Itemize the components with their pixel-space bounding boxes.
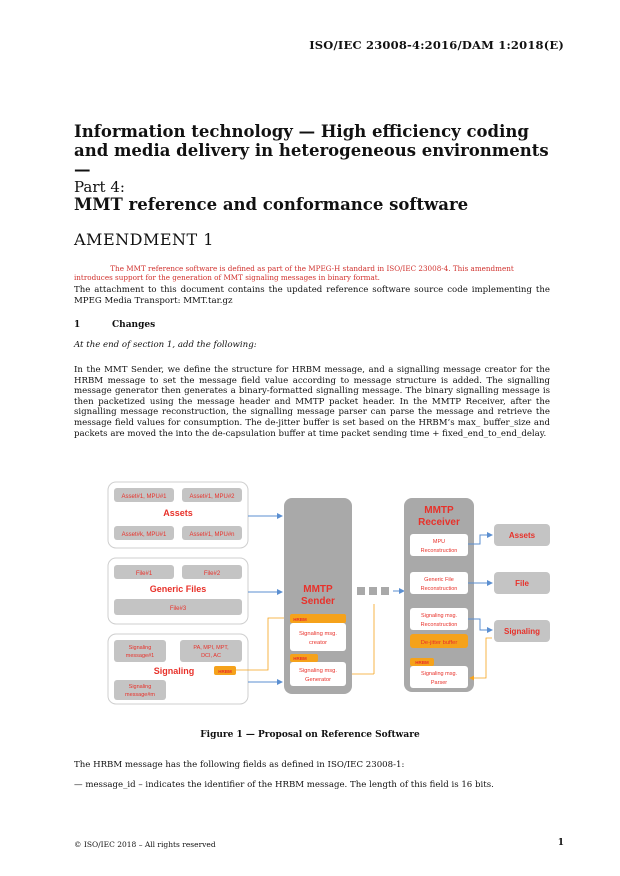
mmtp-receiver: MMTP Receiver MPU Reconstruction Generic… bbox=[404, 498, 474, 692]
generic-files-group: File#1 File#2 Generic Files File#3 bbox=[107, 557, 249, 625]
redline-note-line2: introduces support for the generation of… bbox=[74, 273, 380, 282]
mpu-reconstruction-box: Reconstruction bbox=[421, 548, 458, 554]
parser-box: Signaling msg. bbox=[421, 671, 458, 677]
asset-item: Asset#1, MPU#2 bbox=[189, 494, 235, 500]
output-assets-box bbox=[494, 524, 550, 546]
editing-instruction: At the end of section 1, add the followi… bbox=[74, 340, 257, 350]
svg-text:Sender: Sender bbox=[301, 596, 335, 607]
document-id-header: ISO/IEC 23008-4:2016/DAM 1:2018(E) bbox=[309, 38, 564, 52]
signaling-message-item: Signaling bbox=[129, 645, 152, 651]
signaling-reconstruction-box: Reconstruction bbox=[421, 622, 458, 628]
to-assets-arrow bbox=[468, 532, 493, 545]
section-number: 1 bbox=[74, 320, 81, 330]
generator-box: Generator bbox=[305, 677, 331, 683]
assets-group: Asset#1, MPU#1 Asset#1, MPU#2 Assets Ass… bbox=[107, 481, 249, 549]
architecture-figure: Asset#1, MPU#1 Asset#1, MPU#2 Assets Ass… bbox=[107, 481, 550, 705]
to-signaling-arrow bbox=[468, 618, 493, 633]
attachment-paragraph: The attachment to this document contains… bbox=[74, 285, 550, 306]
copyright-footer: © ISO/IEC 2018 – All rights reserved bbox=[74, 840, 216, 849]
mmtp-sender: MMTP Sender HRBM Signaling msg. creator … bbox=[284, 498, 352, 694]
generic-files-label: Generic Files bbox=[150, 584, 207, 594]
hrbm-to-creator-arrow bbox=[236, 615, 291, 671]
amendment-heading: AMENDMENT 1 bbox=[74, 230, 214, 249]
parser-box: Parser bbox=[431, 680, 447, 686]
pa-mpi-item: DCI, AC bbox=[201, 653, 221, 659]
signaling-message-item: message#1 bbox=[126, 653, 154, 659]
svg-text:MMTP: MMTP bbox=[303, 584, 333, 595]
part-label: Part 4: bbox=[74, 178, 125, 196]
output-file-box bbox=[494, 572, 550, 594]
file-reconstruction-box: Reconstruction bbox=[421, 586, 458, 592]
svg-text:MMTP: MMTP bbox=[424, 505, 454, 516]
signaling-group: Signaling message#1 PA, MPI, MPT, DCI, A… bbox=[107, 633, 249, 705]
mpu-reconstruction-box: MPU bbox=[433, 539, 445, 545]
output-signaling-box bbox=[494, 620, 550, 642]
hrbm-tag: HRBM bbox=[293, 656, 307, 661]
hrbm-tag: HRBM bbox=[293, 617, 307, 622]
section-title: Changes bbox=[112, 320, 156, 330]
assets-label: Assets bbox=[163, 508, 193, 518]
asset-item: Asset#1, MPU#n bbox=[189, 532, 234, 538]
packet-dot bbox=[357, 587, 365, 595]
body-paragraph: In the MMT Sender, we define the structu… bbox=[74, 365, 550, 439]
file-item: File#3 bbox=[170, 606, 187, 612]
signaling-to-parser-arrow bbox=[469, 637, 492, 681]
asset-item: Asset#1, MPU#1 bbox=[121, 494, 167, 500]
message-id-bullet: — message_id – indicates the identifier … bbox=[74, 780, 494, 790]
packet-dot bbox=[369, 587, 377, 595]
hrbm-intro-paragraph: The HRBM message has the following field… bbox=[74, 760, 405, 770]
signaling-message-item: message#m bbox=[125, 692, 155, 698]
figure-caption: Figure 1 — Proposal on Reference Softwar… bbox=[200, 730, 420, 740]
section-heading: 1 Changes bbox=[74, 320, 155, 330]
signaling-label: Signaling bbox=[154, 666, 195, 676]
document-title: Information technology — High efficiency… bbox=[74, 122, 549, 179]
signaling-reconstruction-box: Signaling msg. bbox=[421, 613, 458, 619]
output-assets-label: Assets bbox=[509, 531, 536, 540]
pa-mpi-item: PA, MPI, MPT, bbox=[193, 645, 229, 651]
packet-dot bbox=[381, 587, 389, 595]
redline-note-line1: The MMT reference software is defined as… bbox=[110, 264, 514, 273]
hrbm-tag: HRBM bbox=[218, 669, 232, 674]
page-number: 1 bbox=[557, 838, 564, 848]
output-file-label: File bbox=[515, 579, 529, 588]
file-item: File#1 bbox=[136, 571, 153, 577]
file-reconstruction-box: Generic File bbox=[424, 577, 454, 583]
svg-text:Receiver: Receiver bbox=[418, 517, 460, 528]
document-subtitle: MMT reference and conformance software bbox=[74, 195, 469, 214]
creator-box: Signaling msg. bbox=[299, 631, 337, 637]
output-signaling-label: Signaling bbox=[504, 627, 540, 636]
asset-item: Asset#k, MPU#1 bbox=[122, 532, 167, 538]
dejitter-buffer-box: De-jitter buffer bbox=[421, 640, 458, 646]
file-item: File#2 bbox=[204, 571, 221, 577]
hrbm-tag: HRBM bbox=[415, 660, 429, 665]
signaling-message-item: Signaling bbox=[129, 684, 152, 690]
creator-box: creator bbox=[309, 640, 327, 646]
generator-box: Signaling msg. bbox=[299, 668, 337, 674]
